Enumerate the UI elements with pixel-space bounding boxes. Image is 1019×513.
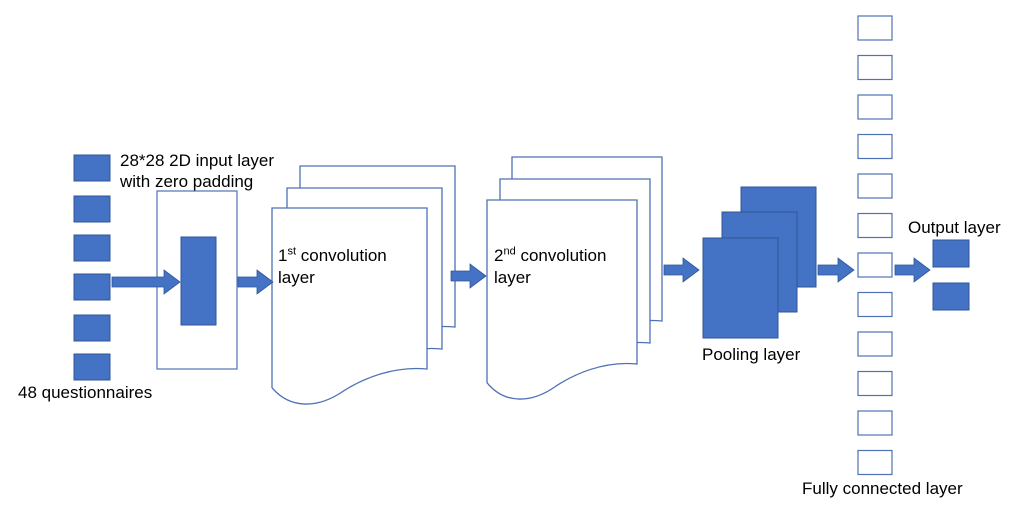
input-layer-block: [180, 236, 217, 326]
conv2-label-number: 2: [494, 246, 504, 265]
fully-connected-node: [857, 291, 893, 318]
conv2-label-ordinal: nd: [503, 245, 516, 258]
fully-connected-node: [857, 54, 893, 81]
conv1-feature-map: [271, 207, 428, 405]
questionnaire-box: [73, 353, 111, 381]
flow-arrow: [450, 263, 487, 289]
flow-arrow: [237, 269, 274, 295]
conv1-label-line2: layer: [278, 268, 315, 287]
pooling-map: [702, 237, 779, 339]
output-layer-label: Output layer: [908, 218, 1001, 237]
questionnaire-box: [73, 234, 111, 262]
fully-connected-node: [857, 410, 893, 436]
questionnaire-box: [73, 314, 111, 342]
fully-connected-node: [857, 212, 893, 239]
conv1-label-line1: 1st convolution: [278, 245, 387, 266]
conv2-feature-map: [486, 199, 638, 400]
pooling-layer: [702, 186, 817, 339]
output-node: [932, 282, 970, 311]
questionnaire-inputs: [73, 154, 111, 381]
questionnaire-box: [73, 273, 111, 301]
conv2-label-text: convolution: [515, 246, 607, 265]
fully-connected-node: [857, 15, 893, 41]
input-layer-label-line2: with zero padding: [120, 172, 254, 191]
fully-connected-layer: [857, 15, 893, 476]
conv2-label-line1: 2nd convolution: [494, 245, 606, 266]
fully-connected-node: [857, 331, 893, 357]
fully-connected-node: [857, 252, 893, 278]
conv1-label-text: convolution: [296, 246, 387, 265]
conv2-label-line2: layer: [494, 268, 531, 287]
flow-arrow: [817, 257, 855, 283]
flow-arrow: [111, 269, 181, 295]
flow-arrow: [663, 257, 700, 283]
questionnaires-label: 48 questionnaires: [18, 383, 153, 402]
fully-connected-node: [857, 370, 893, 397]
output-node: [932, 239, 970, 268]
flow-arrow: [894, 257, 931, 283]
fully-connected-node: [857, 449, 893, 476]
second-convolution-layer: [486, 156, 663, 400]
fully-connected-node: [857, 173, 893, 199]
input-layer-label-line1: 28*28 2D input layer: [120, 151, 275, 170]
fully-connected-node: [857, 133, 893, 160]
first-convolution-layer: [271, 165, 456, 405]
conv1-label-number: 1: [278, 246, 288, 265]
fully-connected-node: [857, 94, 893, 120]
conv1-label-ordinal: st: [287, 245, 297, 258]
flow-arrows: [111, 257, 931, 295]
questionnaire-box: [73, 154, 111, 182]
questionnaire-box: [73, 195, 111, 223]
pooling-layer-label: Pooling layer: [702, 345, 801, 364]
output-layer: [932, 239, 970, 311]
fully-connected-layer-label: Fully connected layer: [802, 479, 963, 498]
